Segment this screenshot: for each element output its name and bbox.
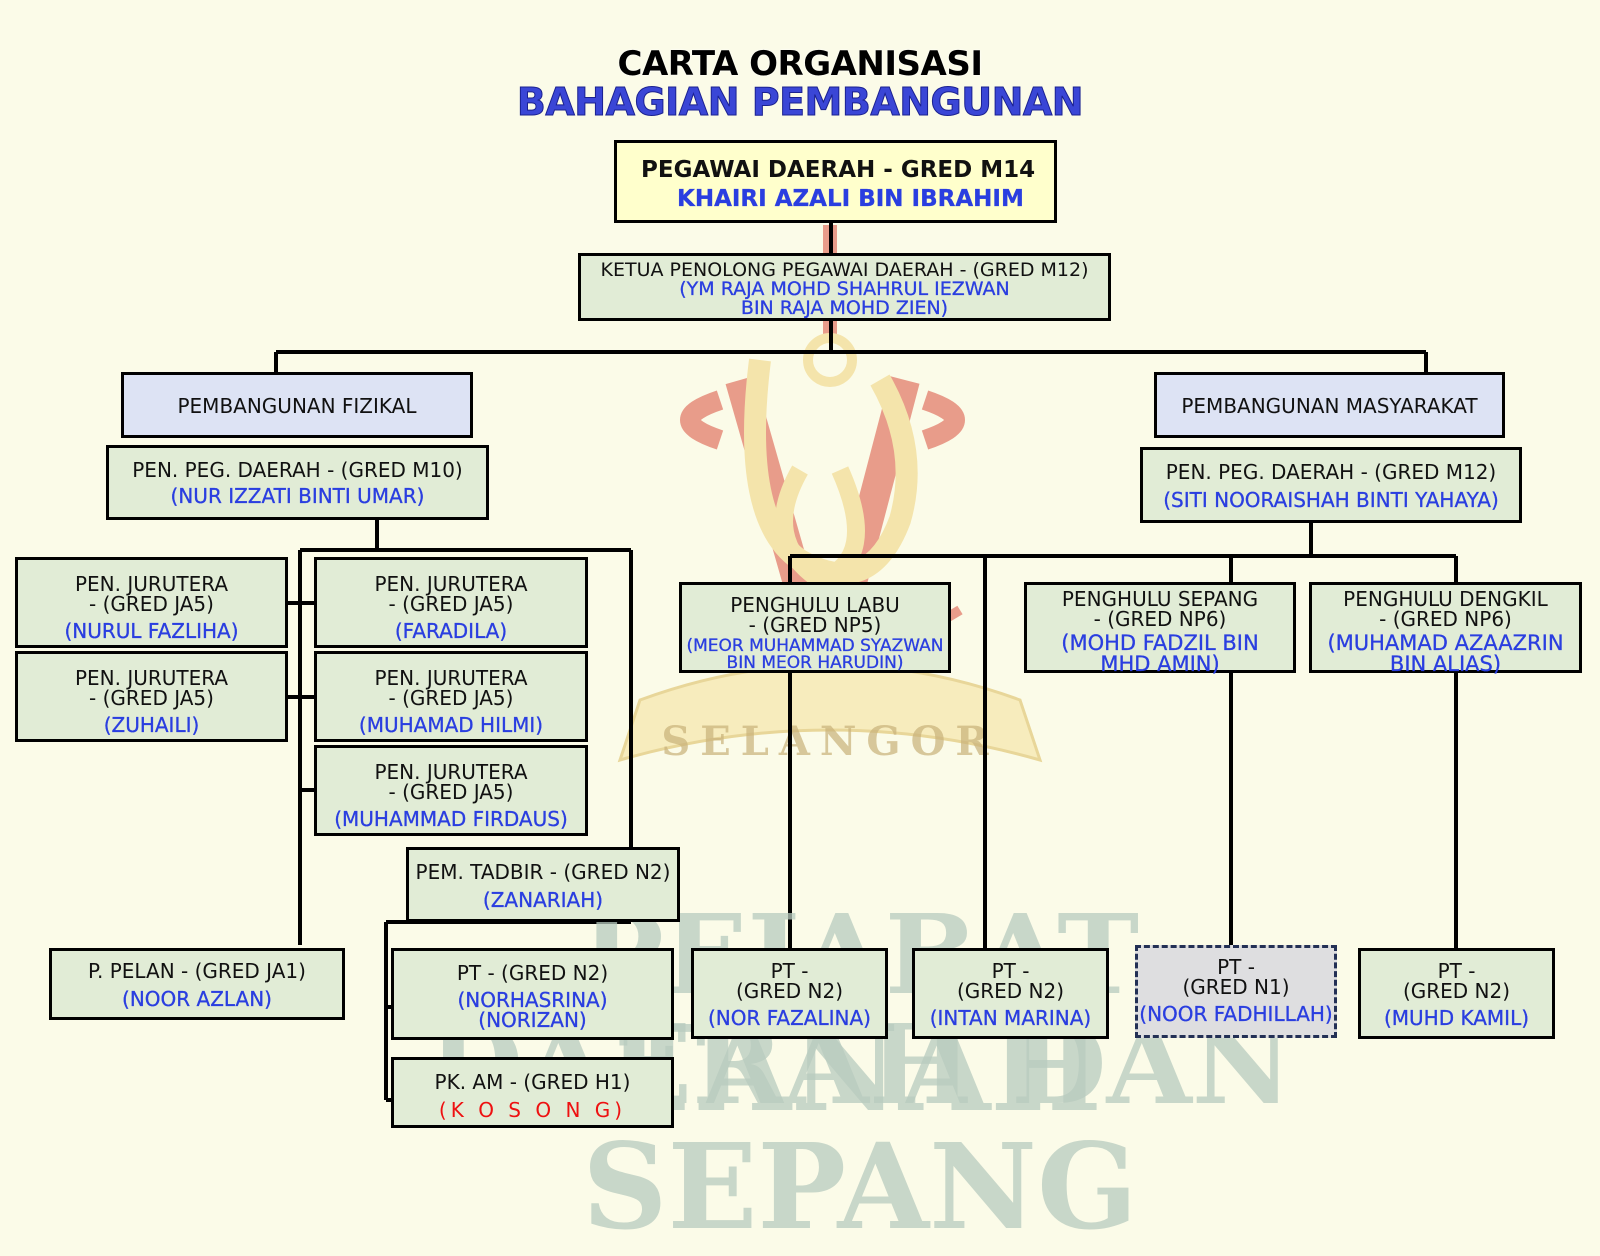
chart-subtitle: BAHAGIAN PEMBANGUNAN	[516, 80, 1084, 125]
node-name: (MUHAMAD HILMI)	[358, 713, 544, 737]
node-title: PK. AM - (GRED H1)	[434, 1070, 631, 1094]
node-name-cont: BIN MEOR HARUDIN)	[726, 653, 904, 673]
node-grade: - (GRED NP6)	[1379, 607, 1512, 631]
node-title: PT -	[1217, 955, 1255, 979]
node-name: (FARADILA)	[394, 619, 508, 643]
node-title: PEN. JURUTERA	[374, 572, 528, 596]
node-grade: - (GRED NP6)	[1093, 607, 1227, 631]
section-title: PEMBANGUNAN MASYARAKAT	[1181, 394, 1478, 418]
node-title: PENGHULU DENGKIL	[1343, 587, 1548, 611]
node-grade: - (GRED JA5)	[388, 780, 514, 804]
node-jurutera-nurul: PEN. JURUTERA - (GRED JA5) (NURUL FAZLIH…	[15, 557, 288, 648]
node-name-cont: MHD AMIN)	[1100, 652, 1220, 676]
node-title: PT -	[1437, 959, 1476, 983]
node-pen-peg-daerah-m12: PEN. PEG. DAERAH - (GRED M12) (SITI NOOR…	[1140, 447, 1522, 523]
node-grade: (GRED N1)	[1182, 975, 1290, 999]
node-grade: - (GRED JA5)	[388, 592, 514, 616]
node-jurutera-hilmi: PEN. JURUTERA - (GRED JA5) (MUHAMAD HILM…	[314, 651, 588, 742]
node-name: (MUHD KAMIL)	[1383, 1006, 1530, 1030]
node-name: (NOOR AZLAN)	[122, 987, 272, 1011]
node-ketua-penolong: KETUA PENOLONG PEGAWAI DAERAH - (GRED M1…	[578, 253, 1111, 321]
node-penghulu-dengkil: PENGHULU DENGKIL - (GRED NP6) (MUHAMAD A…	[1309, 582, 1582, 676]
node-name-cont: BIN ALIAS)	[1389, 652, 1502, 676]
node-title: PEN. PEG. DAERAH - (GRED M10)	[132, 458, 463, 482]
node-grade: (GRED N2)	[735, 979, 844, 1003]
node-jurutera-faradila: PEN. JURUTERA - (GRED JA5) (FARADILA)	[314, 557, 588, 648]
node-title: PEN. PEG. DAERAH - (GRED M12)	[1165, 460, 1497, 484]
node-name: (ZANARIAH)	[482, 888, 604, 912]
node-name-second: (NORIZAN)	[478, 1008, 587, 1032]
node-title: PT - (GRED N2)	[456, 961, 609, 985]
node-name: (SITI NOORAISHAH BINTI YAHAYA)	[1163, 488, 1499, 512]
node-name: (NORHASRINA)	[457, 988, 608, 1012]
node-pt-intan: PT - (GRED N2) (INTAN MARINA)	[912, 948, 1109, 1039]
node-penghulu-sepang: PENGHULU SEPANG - (GRED NP6) (MOHD FADZI…	[1024, 582, 1296, 676]
node-p-pelan: P. PELAN - (GRED JA1) (NOOR AZLAN)	[49, 948, 345, 1020]
node-title: PENGHULU LABU	[730, 593, 900, 617]
node-grade: (GRED N2)	[956, 979, 1065, 1003]
node-name: (MUHAMMAD FIRDAUS)	[334, 807, 568, 831]
node-name: (NOOR FADHILLAH)	[1139, 1002, 1333, 1026]
node-pt-fazalina: PT - (GRED N2) (NOR FAZALINA)	[691, 948, 888, 1039]
section-pembangunan-fizikal: PEMBANGUNAN FIZIKAL	[121, 372, 473, 438]
node-name: (MEOR MUHAMMAD SYAZWAN	[686, 636, 944, 656]
node-title: PT -	[991, 959, 1030, 983]
watermark-line2: TANAH SEPANG	[582, 999, 1138, 1256]
node-title: PEN. JURUTERA	[74, 572, 229, 596]
node-jurutera-firdaus: PEN. JURUTERA - (GRED JA5) (MUHAMMAD FIR…	[314, 745, 588, 836]
node-pt-kamil: PT - (GRED N2) (MUHD KAMIL)	[1358, 948, 1555, 1039]
crest-text: SELANGOR	[661, 718, 998, 765]
node-grade: - (GRED JA5)	[388, 686, 514, 710]
node-name: (YM RAJA MOHD SHAHRUL IEZWAN	[679, 278, 1010, 300]
node-title: KETUA PENOLONG PEGAWAI DAERAH - (GRED M1…	[600, 259, 1089, 281]
node-jurutera-zuhaili: PEN. JURUTERA - (GRED JA5) (ZUHAILI)	[15, 651, 288, 742]
node-title: PEN. JURUTERA	[374, 760, 528, 784]
chart-title: CARTA ORGANISASI	[617, 44, 983, 84]
org-chart: SELANGOR	[15, 44, 1582, 1246]
node-name: KHAIRI AZALI BIN IBRAHIM	[677, 186, 1024, 212]
node-pt-fadhillah: PT - (GRED N1) (NOOR FADHILLAH)	[1135, 945, 1337, 1038]
node-pegawai-daerah: PEGAWAI DAERAH - GRED M14 KHAIRI AZALI B…	[614, 140, 1057, 223]
node-grade: - (GRED NP5)	[748, 613, 882, 637]
node-pem-tadbir: PEM. TADBIR - (GRED N2) (ZANARIAH)	[406, 847, 680, 922]
connector-lines	[274, 221, 1458, 1102]
node-name: (NURUL FAZLIHA)	[64, 619, 239, 643]
node-grade: - (GRED JA5)	[89, 686, 214, 710]
section-pembangunan-masyarakat: PEMBANGUNAN MASYARAKAT	[1154, 372, 1505, 438]
node-title: PEM. TADBIR - (GRED N2)	[415, 860, 671, 884]
node-title: P. PELAN - (GRED JA1)	[88, 959, 306, 983]
node-pt-norhasrina: PT - (GRED N2) (NORHASRINA) (NORIZAN)	[391, 948, 674, 1040]
node-name-cont: BIN RAJA MOHD ZIEN)	[740, 297, 949, 319]
node-name: (NUR IZZATI BINTI UMAR)	[170, 484, 425, 508]
node-title: PENGHULU SEPANG	[1061, 587, 1259, 611]
node-title: PEGAWAI DAERAH - GRED M14	[641, 157, 1036, 183]
node-title: PT -	[770, 959, 809, 983]
node-name: (ZUHAILI)	[103, 713, 200, 737]
node-name: (MOHD FADZIL BIN	[1061, 631, 1259, 655]
node-name: (INTAN MARINA)	[929, 1006, 1092, 1030]
node-grade: - (GRED JA5)	[89, 592, 214, 616]
node-pk-am: PK. AM - (GRED H1) (K O S O N G)	[391, 1057, 674, 1128]
node-title: PEN. JURUTERA	[74, 666, 229, 690]
vacant-label: (K O S O N G)	[438, 1098, 627, 1122]
node-name: (MUHAMAD AZAAZRIN	[1327, 631, 1564, 655]
node-title: PEN. JURUTERA	[374, 666, 528, 690]
node-pen-peg-daerah-m10: PEN. PEG. DAERAH - (GRED M10) (NUR IZZAT…	[106, 445, 489, 520]
node-penghulu-labu: PENGHULU LABU - (GRED NP5) (MEOR MUHAMMA…	[679, 582, 951, 673]
node-grade: (GRED N2)	[1402, 979, 1511, 1003]
node-name: (NOR FAZALINA)	[708, 1006, 871, 1030]
section-title: PEMBANGUNAN FIZIKAL	[177, 394, 417, 418]
